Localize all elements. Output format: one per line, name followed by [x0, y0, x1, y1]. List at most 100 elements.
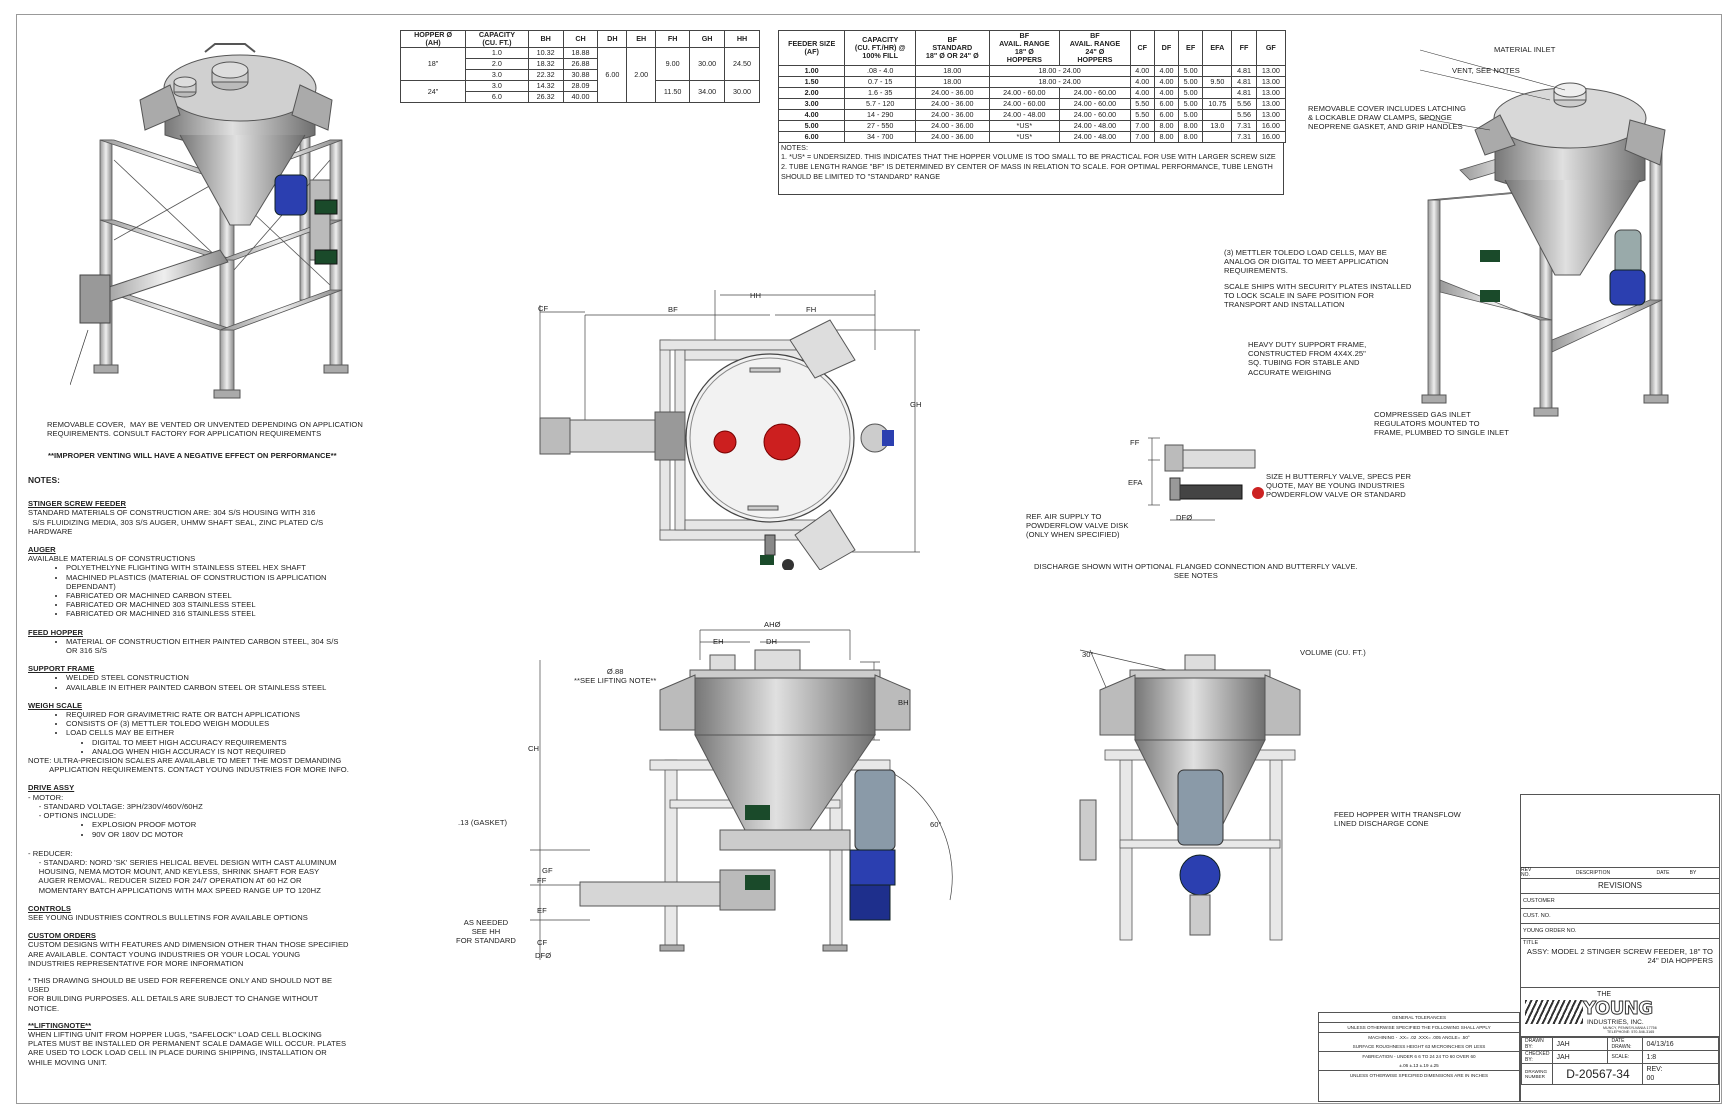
revisions-label: REVISIONS [1521, 879, 1719, 894]
table-cell: 5.56 [1231, 109, 1257, 121]
table-cell: 18.32 [527, 58, 564, 70]
hopper-table: HOPPER Ø (AH) CAPACITY (CU. FT.) BH CH D… [399, 30, 760, 103]
notes-custom: CUSTOM DESIGNS WITH FEATURES AND DIMENSI… [28, 940, 349, 968]
callout-volume: VOLUME (CU. FT.) [1300, 648, 1366, 657]
dim-ef: EF [537, 906, 547, 915]
checked-by-label: CHECKED BY: [1520, 1050, 1554, 1064]
table-header: EFA [1202, 30, 1233, 66]
notes-stinger-heading: STINGER SCREW FEEDER [28, 499, 127, 509]
list-item: FABRICATED OR MACHINED 316 STAINLESS STE… [66, 609, 388, 618]
rev-label: REV: [1646, 1066, 1663, 1073]
dim-cf: CF [538, 304, 549, 313]
table-cell: 13.00 [1255, 109, 1287, 121]
table-cell: 10.75 [1202, 98, 1233, 110]
callout-material-inlet: MATERIAL INLET [1494, 45, 1556, 54]
table-cell: 24.00 - 36.00 [915, 109, 990, 121]
notes-support-heading: SUPPORT FRAME [28, 664, 95, 674]
table-cell: 0.7 - 15 [844, 76, 917, 88]
date-header: DATE [1656, 870, 1670, 876]
table-header: CF [1129, 30, 1155, 66]
table-cell [1202, 65, 1233, 77]
table-cell: 30.00 [689, 47, 726, 81]
table-row: 6.0 26.32 40.00 [401, 91, 760, 103]
table-cell: 16.00 [1255, 120, 1287, 132]
logo-telephone: TELEPHONE: 570-546-3165 [1607, 1030, 1655, 1034]
table-header: GH [689, 30, 726, 48]
young-order-label: YOUNG ORDER NO. [1521, 924, 1719, 939]
table-header: DH [597, 30, 628, 48]
dim-angle-30: 30° [1082, 650, 1094, 659]
notes-title: NOTES: [28, 475, 60, 485]
table-cell: 9.50 [1202, 76, 1233, 88]
table-cell: 6.0 [465, 91, 529, 103]
list-item: WELDED STEEL CONSTRUCTION [66, 673, 388, 682]
table-cell: 24.00 - 60.00 [1059, 98, 1131, 110]
table-cell: 18.00 [915, 65, 990, 77]
tolerance-block: GENERAL TOLERANCES UNLESS OTHERWISE SPEC… [1318, 1012, 1520, 1102]
callout-feed-hopper: FEED HOPPER WITH TRANSFLOW LINED DISCHAR… [1334, 810, 1461, 829]
logo-industries: INDUSTRIES, INC. [1587, 1019, 1644, 1026]
table-cell: 5.50 [1129, 98, 1155, 110]
table-cell: 4.00 [1129, 65, 1155, 77]
table-header: EH [626, 30, 657, 48]
callout-as-needed: AS NEEDED SEE HH FOR STANDARD [456, 918, 516, 946]
list-item: DIGITAL TO MEET HIGH ACCURACY REQUIREMEN… [92, 738, 388, 747]
table-cell: 4.00 [1153, 65, 1180, 77]
table-cell: .08 - 4.0 [844, 65, 917, 77]
table-cell: 7.31 [1231, 131, 1257, 143]
dim-fh: FH [806, 305, 817, 314]
callout-support-frame: HEAVY DUTY SUPPORT FRAME, CONSTRUCTED FR… [1248, 340, 1367, 377]
revision-header-row: REV NO. DESCRIPTION DATE BY [1521, 868, 1719, 879]
tolerance-line: FABRICATION - UNDER 6 6 TO 24 24 TO 60 O… [1362, 1054, 1476, 1059]
table-header: FH [655, 30, 691, 48]
table-cell: 16.00 [1255, 131, 1287, 143]
table-cell: 2.00 [626, 47, 657, 103]
table-cell: 6.00 [597, 47, 628, 103]
table-header: FEEDER SIZE (AF) [777, 30, 846, 66]
table-cell: 22.32 [527, 69, 564, 81]
table-cell: 24.50 [724, 47, 760, 81]
dim-ch: CH [528, 744, 540, 753]
tolerance-line: SURFACE ROUGHNESS HEIGHT 63 MICROINCHES … [1319, 1042, 1519, 1052]
table-cell: 18.00 [915, 76, 990, 88]
table-row: 18" 1.0 10.32 18.88 6.00 2.00 9.00 30.00… [399, 47, 760, 103]
callout-load-cells: (3) METTLER TOLEDO LOAD CELLS, MAY BE AN… [1224, 248, 1389, 276]
table-cell: 13.00 [1255, 65, 1287, 77]
drawing-sheet [16, 14, 1722, 1104]
table-cell: 4.00 [1153, 87, 1180, 99]
title-block: REV NO. DESCRIPTION DATE BY REVISIONS CU… [1520, 794, 1720, 1102]
table-header: BF AVAIL. RANGE 18" Ø HOPPERS [988, 30, 1061, 66]
callout-removable-cover-right: REMOVABLE COVER INCLUDES LATCHING & LOCK… [1308, 104, 1466, 132]
table-cell: 10.32 [527, 47, 564, 59]
table-cell: 4.00 [1153, 76, 1180, 88]
table-cell: 27 - 550 [844, 120, 917, 132]
cust-no-label: CUST. NO. [1521, 909, 1719, 924]
callout-ref-air: REF. AIR SUPPLY TO POWDERFLOW VALVE DISK… [1026, 512, 1129, 540]
drawn-by-label: DRAWN BY: [1520, 1037, 1554, 1051]
table-cell: 13.0 [1202, 120, 1233, 132]
notes-custom-heading: CUSTOM ORDERS [28, 931, 97, 941]
tolerance-title: GENERAL TOLERANCES [1319, 1013, 1519, 1023]
table-cell: 2.00 [777, 87, 846, 99]
table-cell: 24.00 - 36.00 [915, 131, 990, 143]
table-cell: 5.50 [1129, 109, 1155, 121]
list-item: 90V OR 180V DC MOTOR [92, 830, 388, 839]
table-cell: 4.00 [777, 109, 846, 121]
table-cell: 5.56 [1231, 98, 1257, 110]
table-cell: 1.00 [777, 65, 846, 77]
front-view [530, 629, 953, 960]
table-cell [1202, 87, 1233, 99]
table-cell: 34 - 700 [844, 131, 917, 143]
table-cell: 18" [399, 47, 467, 81]
table-cell: 4.81 [1231, 65, 1257, 77]
table-header: DF [1153, 30, 1180, 66]
table-cell [1202, 109, 1233, 121]
young-logo: THE YOUNG INDUSTRIES, INC. MUNCY, PENNSY… [1521, 988, 1719, 1037]
table-header: HOPPER Ø (AH) [399, 30, 467, 48]
dim-df: DFØ [535, 951, 552, 960]
date-drawn-value: 04/13/16 [1642, 1037, 1719, 1051]
